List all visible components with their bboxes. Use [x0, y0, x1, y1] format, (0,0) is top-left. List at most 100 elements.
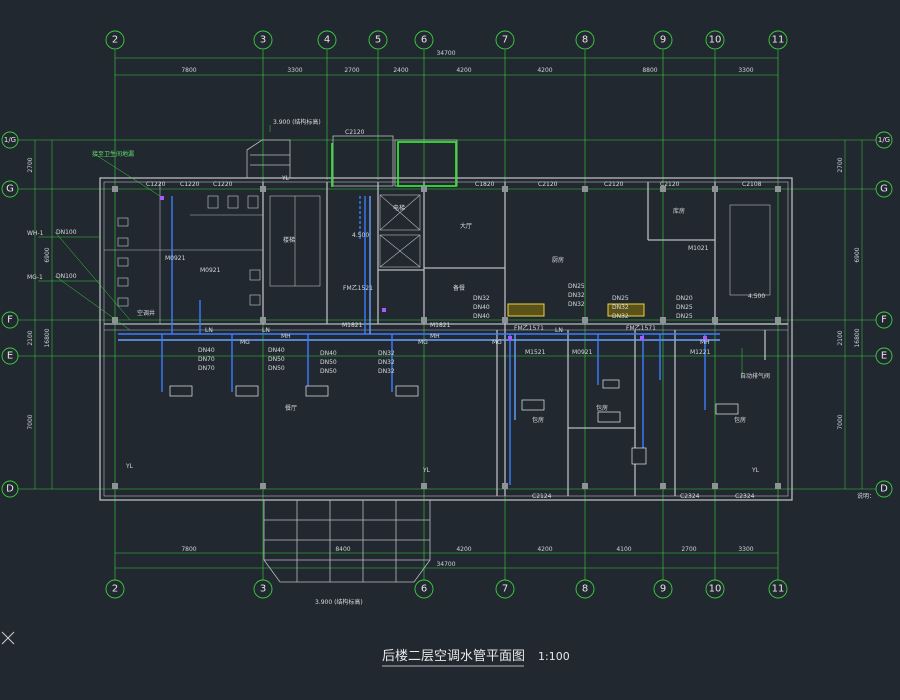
axis-label-bottom-11: 11: [772, 584, 785, 595]
axis-bubble-left-f: [1, 311, 19, 329]
elev-top: 3.900 (结构标高): [273, 118, 321, 126]
axis-bubble-bottom-2: [105, 579, 125, 599]
fcu-8: [715, 403, 739, 415]
dim-bottom-1: 7800: [181, 546, 196, 553]
pipe-label-4: MG: [240, 339, 250, 346]
door-tag-3: M1821: [342, 322, 363, 329]
size-b-1: DN40: [268, 347, 285, 354]
top-dimensions: 34700 7800 3300 2700 2400 4200 4200 8800…: [181, 50, 753, 74]
ahu-left: [507, 303, 545, 317]
bottom-dimensions: 7800 8400 4200 4200 4100 2700 3300 34700: [181, 546, 753, 568]
size-d-2: DN32: [378, 359, 395, 366]
fcu-3: [305, 385, 329, 397]
fcu-7: [631, 447, 647, 465]
window-tag-b1: C2124: [532, 493, 552, 500]
axis-bubble-top-2: [105, 30, 125, 50]
size-e-3: DN40: [473, 313, 490, 320]
door-tag-7: M1021: [688, 245, 709, 252]
yl-tag-1: YL: [281, 175, 290, 182]
rainwater-pipe-tags: YL YL YL YL: [125, 175, 760, 474]
axis-bubble-top-10: [705, 30, 725, 50]
toilet-fixtures: [117, 195, 261, 307]
axis-label-right-d: D: [880, 484, 888, 495]
drawing-texts: 3.900 (结构标高) 3.900 (结构标高) 接至卫生间地漏 DN100 …: [27, 118, 875, 606]
fan-coil-units: [169, 379, 739, 465]
overall-dim-top: 34700: [436, 50, 455, 57]
axis-bubble-bottom-6: [414, 579, 434, 599]
axis-label-left-g: G: [6, 184, 14, 195]
dim-left-2: 2100: [27, 330, 34, 345]
fcu-2: [235, 385, 259, 397]
axis-bubble-bottom-3: [253, 579, 273, 599]
overall-dim-bottom: 34700: [436, 561, 455, 568]
window-tag-8: C2120: [660, 181, 680, 188]
axis-label-bottom-7: 7: [502, 584, 508, 595]
pipe-label-9: MH: [700, 339, 710, 346]
dim-bottom-4: 4200: [537, 546, 552, 553]
axis-bubbles-bottom: [105, 579, 788, 599]
axis-bubble-top-6: [414, 30, 434, 50]
ucs-cross-icon: [1, 631, 15, 645]
structural-columns: [112, 186, 781, 489]
elev-left: 4.500: [352, 232, 369, 239]
axis-bubble-left-e: [1, 347, 19, 365]
axis-bubbles-right: [875, 131, 893, 498]
drawing-title: 后楼二层空调水管平面图: [382, 649, 525, 664]
dim-right-4: 6900: [854, 247, 861, 262]
window-door-tags: C2120 C1220 C1220 C1220 C1820 C2120 C212…: [146, 129, 762, 500]
size-g-1: DN25: [612, 295, 629, 302]
axis-bubble-top-9: [653, 30, 673, 50]
axis-labels-right: 1/G G F E D: [878, 136, 890, 495]
door-tag-1: M0921: [165, 255, 186, 262]
wm1-label: WH-1: [27, 230, 44, 237]
window-tag-b3: C2324: [735, 493, 755, 500]
dimension-lines: [34, 57, 863, 569]
size-h-2: DN25: [676, 304, 693, 311]
axis-labels-bottom: 2 3 6 7 8 9 10 11: [112, 584, 785, 595]
fcu-mid-label-1: FM乙1571: [514, 325, 544, 332]
axis-bubble-top-8: [575, 30, 595, 50]
pipe-label-1: LN: [205, 327, 213, 334]
dim-right-3: 7000: [837, 414, 844, 429]
window-tag-5: C1820: [475, 181, 495, 188]
axis-bubble-right-f: [875, 311, 893, 329]
axis-label-left-f: F: [7, 315, 13, 326]
elev-bottom: 3.900 (结构标高): [315, 598, 363, 606]
pipe-label-7: MG: [418, 339, 428, 346]
dn100-a: DN100: [56, 229, 77, 236]
axis-bubbles-left: [1, 131, 19, 498]
window-tag-4: C1220: [213, 181, 233, 188]
pipe-labels: LN LN MH MG LN MH MG MG MH: [205, 327, 710, 346]
window-tag-b2: C2324: [680, 493, 700, 500]
room-dining: 餐厅: [285, 404, 297, 412]
dim-left-5: 16800: [44, 328, 51, 347]
room-names: 大厅 厨房 餐厅 包房 包房 包房 备餐 库房 电梯 楼梯: [283, 204, 746, 424]
air-handling-units: [507, 303, 645, 317]
axis-label-top-9: 9: [660, 35, 666, 46]
size-c-3: DN50: [320, 368, 337, 375]
axis-label-bottom-3: 3: [260, 584, 266, 595]
axis-label-top-7: 7: [502, 35, 508, 46]
size-d-1: DN32: [378, 350, 395, 357]
size-h-1: DN20: [676, 295, 693, 302]
size-g-2: DN32: [612, 304, 629, 311]
axis-bubble-bottom-8: [575, 579, 595, 599]
dim-left-3: 7000: [27, 414, 34, 429]
door-tag-8: M1221: [690, 349, 711, 356]
size-a-1: DN40: [198, 347, 215, 354]
door-tag-5: M1521: [525, 349, 546, 356]
dim-top-8: 3300: [738, 67, 753, 74]
dim-right-2: 2100: [837, 330, 844, 345]
ahu-right: [607, 303, 645, 317]
valve-note: 自动排气阀: [740, 372, 770, 380]
yl-tag-4: YL: [751, 467, 760, 474]
room-private-2: 包房: [596, 404, 608, 412]
notes-label: 说明：: [857, 492, 875, 500]
room-elevator: 电梯: [393, 204, 405, 212]
window-tag-6: C2120: [538, 181, 558, 188]
size-a-3: DN70: [198, 365, 215, 372]
axis-bubble-left-1g: [1, 131, 19, 149]
axis-label-top-4: 4: [324, 35, 330, 46]
riser-note: 接至卫生间地漏: [92, 150, 134, 158]
riser-markers: [160, 196, 707, 340]
